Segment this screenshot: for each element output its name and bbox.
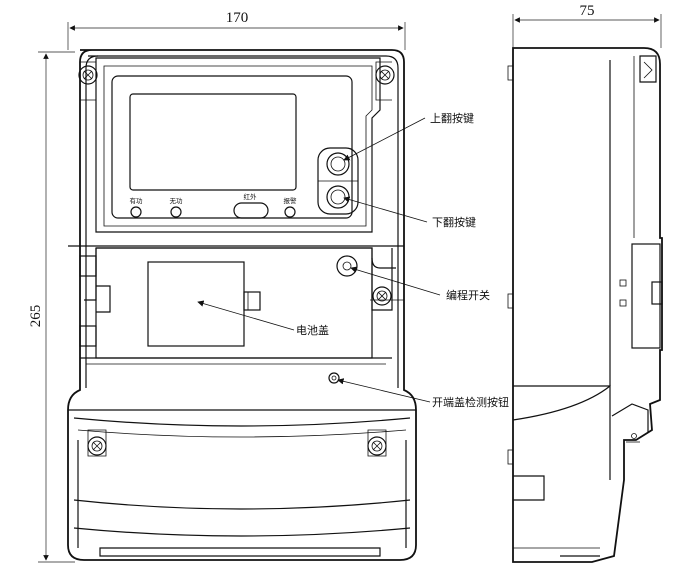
- callout-program-switch: 编程开关: [350, 266, 490, 302]
- callout-scroll-up: 上翻按键: [343, 111, 474, 161]
- callout-battery-cover-label: 电池盖: [296, 323, 329, 337]
- indicator-infrared-label: 红外: [244, 192, 258, 201]
- program-switch[interactable]: [336, 255, 358, 277]
- front-view: 有功 无功 红外 报警: [67, 49, 417, 561]
- screw-bottom-left: [87, 429, 107, 457]
- callout-program-switch-label: 编程开关: [446, 288, 490, 302]
- callout-cover-open-detect-label: 开端盖检测按钮: [432, 395, 509, 409]
- cover-open-detect-button[interactable]: [328, 372, 340, 384]
- height-label: 265: [28, 305, 44, 328]
- screw-middle-right: [372, 286, 392, 306]
- indicator-infrared: 红外: [233, 192, 269, 219]
- indicator-alarm: 报警: [284, 196, 298, 218]
- dimension-width-side: 75: [512, 3, 662, 48]
- dimension-height: 265: [28, 51, 75, 563]
- battery-cover: [147, 261, 261, 347]
- side-view: [507, 47, 663, 563]
- screw-top-left: [78, 65, 98, 85]
- indicator-alarm-label: 报警: [284, 196, 298, 205]
- scroll-button-group: [317, 147, 359, 215]
- callout-scroll-down-label: 下翻按键: [432, 215, 476, 229]
- indicator-reactive: 无功: [170, 197, 184, 218]
- indicator-active-label: 有功: [130, 196, 144, 205]
- dimension-width-front: 170: [67, 10, 406, 50]
- indicator-reactive-label: 无功: [170, 197, 184, 205]
- width-side-label: 75: [580, 3, 595, 19]
- callout-scroll-up-label: 上翻按键: [430, 111, 474, 125]
- callout-scroll-down: 下翻按键: [343, 196, 476, 229]
- screw-top-right: [375, 65, 395, 85]
- callout-cover-open-detect: 开端盖检测按钮: [337, 378, 509, 409]
- scroll-down-button[interactable]: [326, 185, 350, 209]
- width-front-label: 170: [226, 10, 249, 26]
- indicator-active: 有功: [130, 196, 144, 218]
- scroll-up-button[interactable]: [326, 152, 350, 176]
- screw-bottom-right: [367, 429, 387, 457]
- callout-battery-cover: 电池盖: [197, 300, 329, 337]
